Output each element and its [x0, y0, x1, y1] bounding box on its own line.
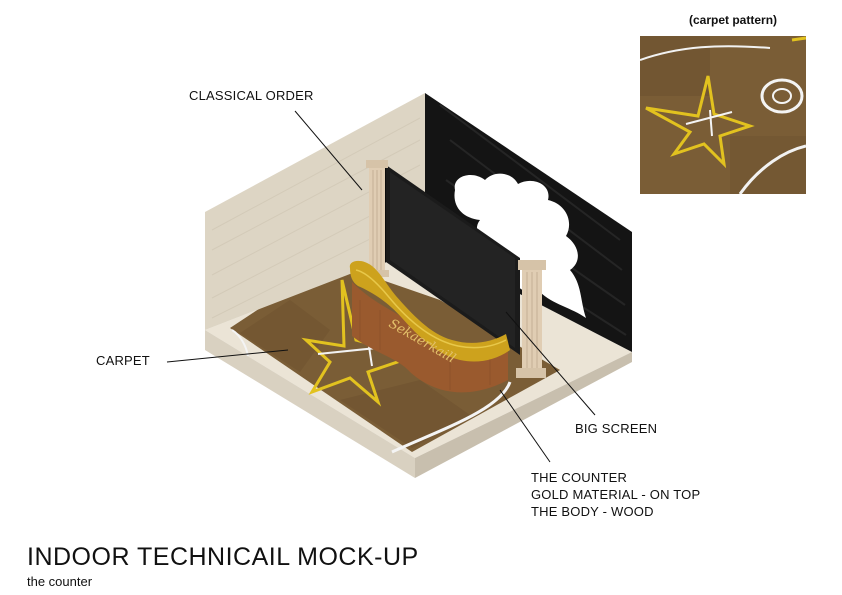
label-counter-line: THE BODY - WOOD [531, 504, 654, 519]
page-subtitle: the counter [27, 574, 93, 589]
page-title: INDOOR TECHNICAIL MOCK-UP [27, 543, 419, 571]
carpet-curve [391, 381, 512, 454]
carpet-pattern-swatch [640, 36, 806, 194]
column-right [516, 260, 546, 378]
leader-big-screen [505, 311, 596, 416]
wall-cutout [454, 173, 586, 318]
back-wall [425, 93, 632, 352]
label-counter-line: THE COUNTER [531, 470, 628, 485]
label-counter-line: GOLD MATERIAL - ON TOP [531, 487, 701, 502]
counter-gold-top [349, 260, 510, 362]
pattern-caption: (carpet pattern) [689, 13, 778, 27]
counter: Sekaerkaill [349, 260, 510, 393]
label-counter: THE COUNTER GOLD MATERIAL - ON TOP THE B… [531, 469, 700, 520]
leader-classical-order [294, 110, 363, 191]
leader-counter [499, 389, 551, 463]
label-carpet: CARPET [96, 353, 150, 368]
label-big-screen: BIG SCREEN [575, 421, 658, 436]
label-classical-order: CLASSICAL ORDER [189, 88, 314, 103]
leader-carpet [166, 349, 289, 363]
left-wall [205, 93, 425, 330]
